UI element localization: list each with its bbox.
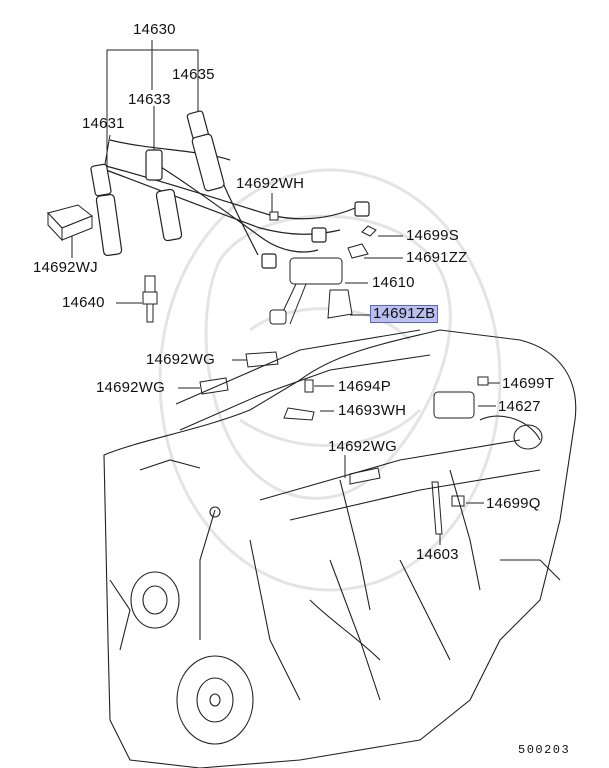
watermark-emblem: [160, 170, 500, 590]
label-14693WH: 14693WH: [338, 402, 407, 419]
label-14630: 14630: [133, 21, 176, 38]
clip-14692WG-a: [246, 352, 278, 367]
engine-block: [104, 330, 576, 768]
label-14610: 14610: [372, 274, 415, 291]
sensor-14627: [434, 392, 474, 418]
label-14699S: 14699S: [406, 227, 459, 244]
label-14627: 14627: [498, 398, 541, 415]
bolt-14699S: [362, 226, 376, 236]
bracket-14691ZB: [328, 290, 352, 318]
bolt-14699T: [478, 377, 488, 385]
label-14692WJ: 14692WJ: [33, 259, 98, 276]
label-14699Q: 14699Q: [486, 495, 541, 512]
label-14691ZZ: 14691ZZ: [406, 249, 468, 266]
harness-14693WH: [284, 408, 314, 420]
label-14692WG-b: 14692WG: [96, 379, 165, 396]
label-14691ZB-highlighted[interactable]: 14691ZB: [370, 305, 439, 323]
label-14633: 14633: [128, 91, 171, 108]
clip-14692WJ: [48, 205, 92, 240]
ignition-cable-set: [91, 110, 369, 268]
label-14694P: 14694P: [338, 378, 391, 395]
bracket-14603: [432, 482, 442, 534]
small-parts: [48, 205, 488, 534]
bolt-14694P: [305, 380, 313, 392]
clip-14692WH: [270, 212, 278, 220]
label-14640: 14640: [62, 294, 105, 311]
label-14603: 14603: [416, 546, 459, 563]
label-14699T: 14699T: [502, 375, 555, 392]
bracket-14691ZZ: [348, 244, 368, 258]
spark-plug-14640: [143, 276, 157, 322]
label-14631: 14631: [82, 115, 125, 132]
leader-lines: [72, 40, 500, 545]
ignition-coil-14610: [270, 258, 342, 324]
clip-14692WG-c: [350, 468, 380, 484]
label-14635: 14635: [172, 66, 215, 83]
label-14692WH: 14692WH: [236, 175, 305, 192]
label-14692WG-c: 14692WG: [328, 438, 397, 455]
diagram-reference-code: 500203: [518, 743, 571, 757]
label-14692WG-a: 14692WG: [146, 351, 215, 368]
